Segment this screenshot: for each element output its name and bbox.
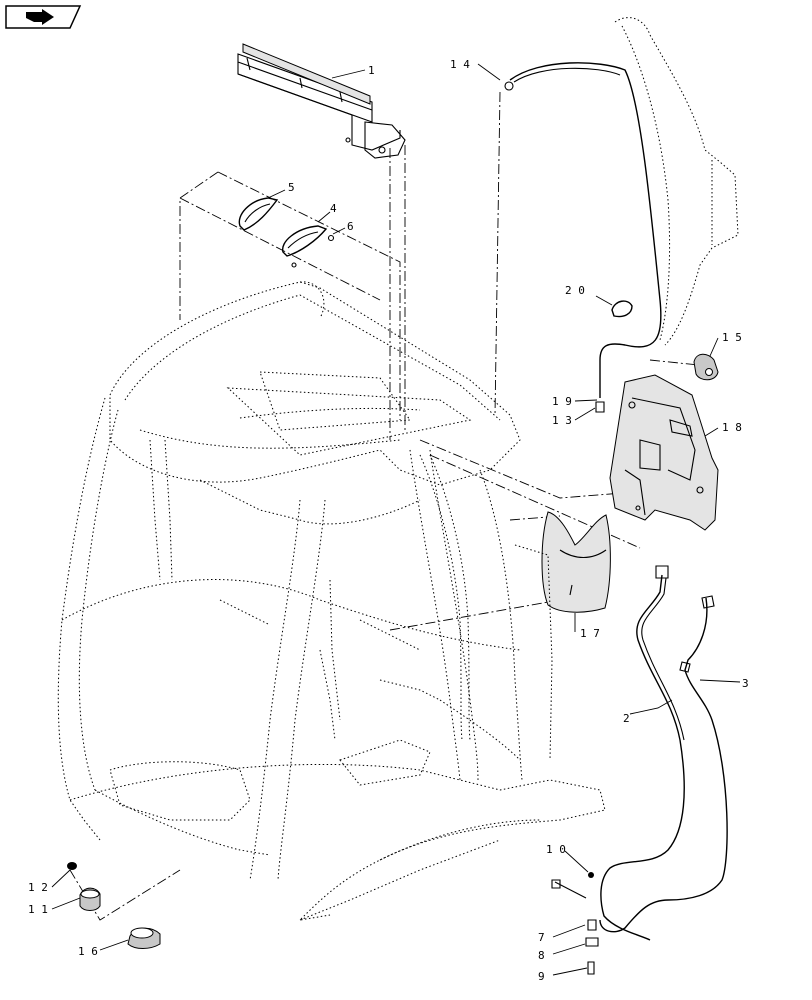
callout-16[interactable]: 1 6 [78, 945, 98, 958]
callout-4[interactable]: 4 [330, 202, 337, 215]
callout-14[interactable]: 1 4 [450, 58, 470, 71]
part-1-rail [237, 43, 406, 159]
part-18-panel [609, 374, 719, 531]
callout-labels: 1 2 3 4 5 6 7 8 9 1 0 1 1 1 2 1 3 1 4 1 … [28, 58, 749, 983]
callout-19[interactable]: 1 9 [552, 395, 572, 408]
part-13-clip [595, 401, 605, 413]
callout-7[interactable]: 7 [538, 931, 545, 944]
callout-18[interactable]: 1 8 [722, 421, 742, 434]
callout-2[interactable]: 2 [623, 712, 630, 725]
part-20-ring [611, 300, 633, 318]
part-9-bolt [587, 961, 595, 975]
callout-12[interactable]: 1 2 [28, 881, 48, 894]
part-5-seal [238, 197, 279, 231]
part-3-hose [599, 595, 728, 933]
callout-leaders [51, 63, 741, 976]
part-15-latch [693, 353, 719, 381]
part-19-tube [504, 62, 662, 398]
part-12-cap [67, 862, 77, 870]
callout-6[interactable]: 6 [347, 220, 354, 233]
part-17-cover [541, 511, 611, 613]
callout-13[interactable]: 1 3 [552, 414, 572, 427]
assembly-phantom-lines [69, 91, 709, 921]
part-16-handle [127, 927, 161, 949]
callout-8[interactable]: 8 [538, 949, 545, 962]
part-2-hose [600, 565, 685, 941]
part-11-knob [79, 887, 101, 911]
callout-3[interactable]: 3 [742, 677, 749, 690]
cab-rear-post [614, 17, 739, 346]
callout-11[interactable]: 1 1 [28, 903, 48, 916]
callout-1[interactable]: 1 [368, 64, 375, 77]
callout-10[interactable]: 1 0 [546, 843, 566, 856]
callout-20[interactable]: 2 0 [565, 284, 585, 297]
cab-frame [57, 281, 606, 921]
part-10-fitting [551, 872, 594, 899]
part-6-screw [291, 234, 335, 268]
callout-5[interactable]: 5 [288, 181, 295, 194]
callout-9[interactable]: 9 [538, 970, 545, 983]
part-8-fitting [585, 937, 599, 947]
part-7-fitting [587, 919, 597, 931]
arrow-nav-icon[interactable] [5, 5, 82, 29]
part-4-seal [282, 225, 328, 257]
callout-17[interactable]: 1 7 [580, 627, 600, 640]
callout-15[interactable]: 1 5 [722, 331, 742, 344]
